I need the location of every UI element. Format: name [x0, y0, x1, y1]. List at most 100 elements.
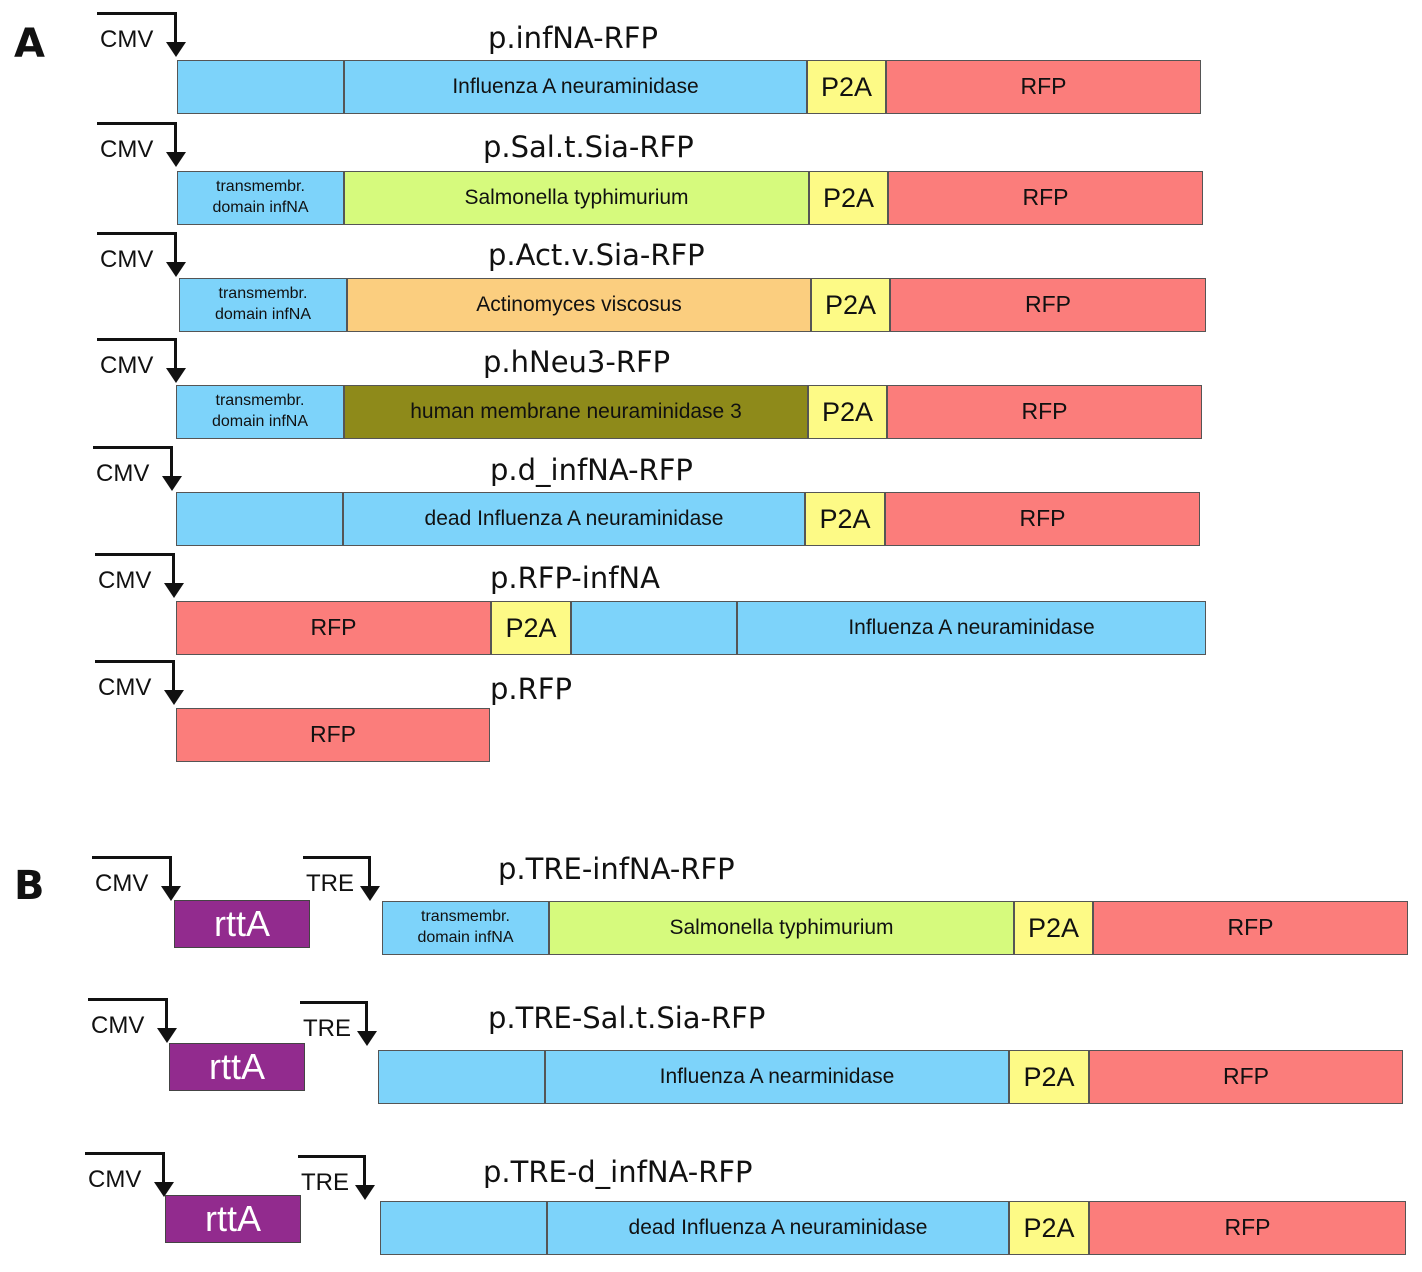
- promoter-arrow-line: [95, 553, 175, 556]
- rfp-segment: RFP: [886, 60, 1201, 114]
- gene-segment: Influenza A nearminidase: [545, 1050, 1009, 1104]
- blue-leader-segment: [176, 492, 343, 546]
- promoter-arrow-line: [88, 998, 168, 1001]
- promoter-arrow-stem: [368, 856, 371, 888]
- arrow-down-icon: [157, 1028, 177, 1043]
- panel-label-b: B: [14, 863, 45, 909]
- rfp-segment: RFP: [1093, 901, 1408, 955]
- gene-segment: Salmonella typhimurium: [549, 901, 1014, 955]
- promoter-arrow-line: [97, 122, 177, 125]
- construct-name: p.Act.v.Sia-RFP: [488, 238, 705, 272]
- rfp-segment: RFP: [890, 278, 1206, 332]
- gene-segment: human membrane neuraminidase 3: [344, 385, 808, 439]
- cmv-promoter-label: CMV: [91, 1012, 145, 1039]
- promoter-arrow-stem: [169, 856, 172, 888]
- tre-promoter-label: TRE: [301, 1169, 349, 1196]
- cmv-promoter-label: CMV: [88, 1166, 142, 1193]
- promoter-arrow-stem: [172, 553, 175, 585]
- construct-name: p.d_infNA-RFP: [490, 453, 693, 487]
- transmembrane-domain-segment: transmembr. domain infNA: [179, 278, 347, 332]
- gene-segment: Salmonella typhimurium: [344, 171, 809, 225]
- transmembrane-domain-segment: transmembr. domain infNA: [382, 901, 549, 955]
- promoter-arrow-stem: [363, 1155, 366, 1187]
- arrow-down-icon: [154, 1182, 174, 1197]
- rtta-box: rttA: [174, 900, 310, 948]
- transmembrane-domain-segment: transmembr. domain infNA: [177, 171, 344, 225]
- construct-name: p.TRE-d_infNA-RFP: [483, 1155, 753, 1189]
- promoter-arrow-stem: [174, 122, 177, 154]
- promoter-arrow-line: [95, 660, 175, 663]
- cmv-promoter-label: CMV: [100, 352, 154, 379]
- construct-name: p.RFP: [490, 672, 572, 706]
- cmv-promoter-label: CMV: [98, 674, 152, 701]
- arrow-down-icon: [164, 583, 184, 598]
- p2a-segment: P2A: [811, 278, 890, 332]
- panel-label-a: A: [14, 21, 45, 67]
- p2a-segment: P2A: [805, 492, 885, 546]
- promoter-arrow-stem: [170, 446, 173, 478]
- rfp-segment: RFP: [888, 171, 1203, 225]
- rtta-box: rttA: [165, 1195, 301, 1243]
- promoter-arrow-line: [97, 232, 177, 235]
- cmv-promoter-label: CMV: [96, 460, 150, 487]
- gene-segment: Influenza A neuraminidase: [344, 60, 807, 114]
- tre-promoter-label: TRE: [303, 1015, 351, 1042]
- arrow-down-icon: [162, 476, 182, 491]
- promoter-arrow-stem: [365, 1001, 368, 1033]
- arrow-down-icon: [161, 886, 181, 901]
- blue-leader-segment: [380, 1201, 547, 1255]
- cmv-promoter-label: CMV: [100, 26, 154, 53]
- gene-segment: dead Influenza A neuraminidase: [547, 1201, 1009, 1255]
- construct-name: p.infNA-RFP: [488, 21, 658, 55]
- cmv-promoter-label: CMV: [95, 870, 149, 897]
- promoter-arrow-line: [303, 856, 371, 859]
- p2a-segment: P2A: [809, 171, 888, 225]
- promoter-arrow-line: [93, 446, 173, 449]
- transmembrane-domain-segment: transmembr. domain infNA: [176, 385, 344, 439]
- rtta-box: rttA: [169, 1043, 305, 1091]
- p2a-segment: P2A: [1009, 1201, 1089, 1255]
- arrow-down-icon: [360, 886, 380, 901]
- promoter-arrow-stem: [174, 12, 177, 44]
- tre-promoter-label: TRE: [306, 870, 354, 897]
- rfp-segment: RFP: [1089, 1201, 1406, 1255]
- arrow-down-icon: [166, 262, 186, 277]
- promoter-arrow-line: [85, 1152, 165, 1155]
- gene-segment: Actinomyces viscosus: [347, 278, 811, 332]
- rfp-segment: RFP: [885, 492, 1200, 546]
- blue-leader-segment: [571, 601, 737, 655]
- promoter-arrow-stem: [172, 660, 175, 692]
- arrow-down-icon: [166, 42, 186, 57]
- cmv-promoter-label: CMV: [98, 567, 152, 594]
- arrow-down-icon: [166, 152, 186, 167]
- arrow-down-icon: [164, 690, 184, 705]
- gene-segment: dead Influenza A neuraminidase: [343, 492, 805, 546]
- construct-name: p.TRE-Sal.t.Sia-RFP: [488, 1001, 766, 1035]
- construct-name: p.hNeu3-RFP: [483, 345, 671, 379]
- promoter-arrow-stem: [174, 232, 177, 264]
- promoter-arrow-stem: [162, 1152, 165, 1184]
- rfp-segment: RFP: [1089, 1050, 1403, 1104]
- construct-name: p.Sal.t.Sia-RFP: [483, 130, 694, 164]
- p2a-segment: P2A: [1014, 901, 1093, 955]
- rfp-segment: RFP: [176, 601, 491, 655]
- p2a-segment: P2A: [807, 60, 886, 114]
- gene-segment: Influenza A neuraminidase: [737, 601, 1206, 655]
- blue-leader-segment: [378, 1050, 545, 1104]
- cmv-promoter-label: CMV: [100, 246, 154, 273]
- p2a-segment: P2A: [808, 385, 887, 439]
- rfp-segment: RFP: [176, 708, 490, 762]
- p2a-segment: P2A: [1009, 1050, 1089, 1104]
- rfp-segment: RFP: [887, 385, 1202, 439]
- construct-name: p.RFP-infNA: [490, 561, 660, 595]
- promoter-arrow-line: [92, 856, 172, 859]
- arrow-down-icon: [357, 1031, 377, 1046]
- arrow-down-icon: [355, 1185, 375, 1200]
- arrow-down-icon: [166, 368, 186, 383]
- blue-leader-segment: [177, 60, 344, 114]
- promoter-arrow-line: [298, 1155, 366, 1158]
- promoter-arrow-line: [97, 338, 177, 341]
- promoter-arrow-line: [300, 1001, 368, 1004]
- promoter-arrow-line: [97, 12, 177, 15]
- p2a-segment: P2A: [491, 601, 571, 655]
